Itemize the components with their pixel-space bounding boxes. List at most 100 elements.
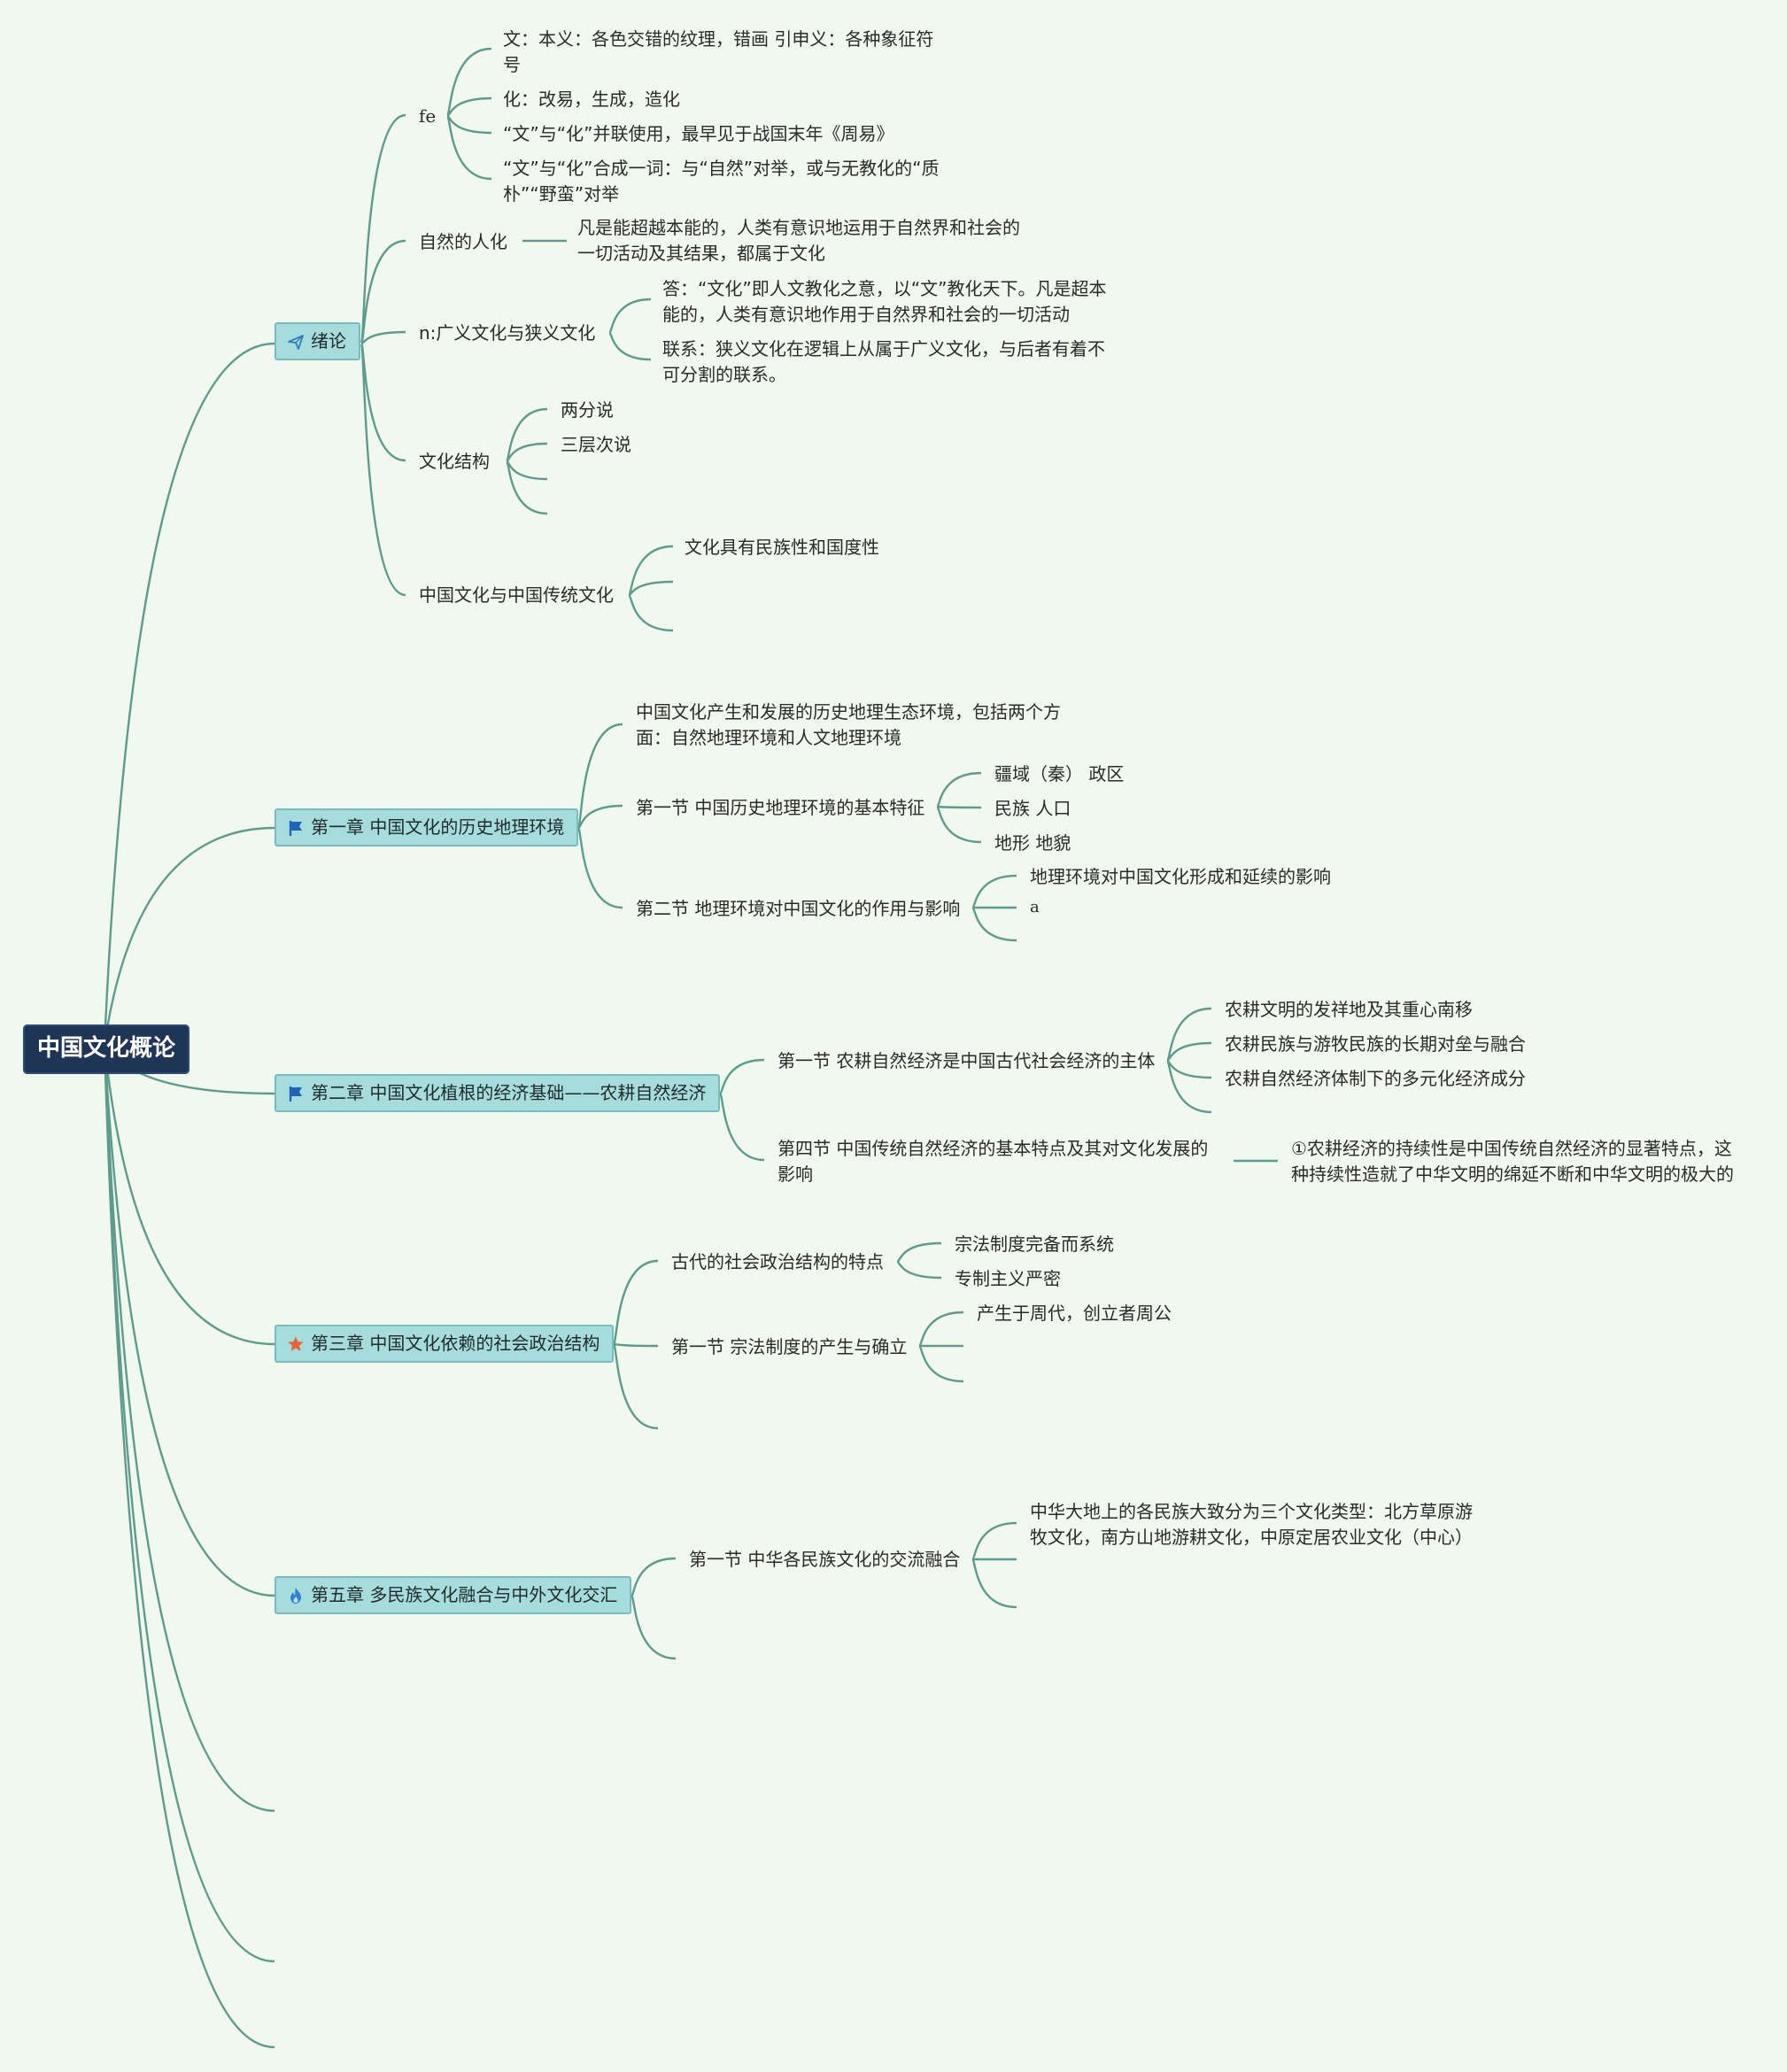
ch5-section-1[interactable]: 第一节 中华各民族文化的交流融合 — [689, 1549, 961, 1570]
ch3-traits-item-1[interactable]: 宗法制度完备而系统 — [955, 1233, 1114, 1255]
ch1-sec2-item-1[interactable]: 地理环境对中国文化形成和延续的影响 — [1030, 866, 1331, 887]
fe-link-3 — [445, 114, 492, 181]
nature-detail[interactable]: 凡是能超越本能的，人类有意识地运用于自然界和社会的一切活动及其结果，都属于文化 — [577, 217, 1020, 264]
root-link-0 — [103, 342, 275, 1046]
flag-icon — [289, 820, 302, 836]
ch3-sec1-link-0 — [917, 1310, 964, 1348]
ch3-traits[interactable]: 古代的社会政治结构的特点 — [671, 1251, 884, 1272]
chapter-1[interactable]: 第一章 中国文化的历史地理环境 — [275, 808, 579, 847]
fe-link-1 — [446, 97, 492, 118]
ch3-sec1-link-2 — [917, 1344, 964, 1383]
chapter-3[interactable]: 第三章 中国文化依赖的社会政治结构 — [275, 1325, 615, 1363]
fe-item-1[interactable]: 文：本义：各色交错的纹理，错画 引申义：各种象征符号 — [503, 28, 934, 75]
ch3-traits-link-0 — [896, 1241, 942, 1264]
chapter-intro-label: 绪论 — [311, 330, 346, 352]
ch2-sec1-item-3[interactable]: 农耕自然经济体制下的多元化经济成分 — [1225, 1068, 1526, 1089]
broad-link-0 — [607, 298, 652, 335]
tradition-link-0 — [627, 545, 674, 597]
ch3-link-2 — [612, 1342, 659, 1430]
chapter-3-label: 第三章 中国文化依赖的社会政治结构 — [311, 1333, 600, 1354]
structure-link-3 — [505, 460, 548, 515]
ch2-sec1-link-2 — [1166, 1059, 1212, 1079]
broad-link-1 — [607, 331, 652, 361]
ch3-section-1[interactable]: 第一节 宗法制度的产生与确立 — [671, 1336, 908, 1357]
ch1-sec2-link-0 — [971, 874, 1017, 909]
ch2-link-0 — [718, 1058, 765, 1095]
ch1-link-1 — [577, 804, 623, 830]
ch1-link-2 — [576, 826, 623, 909]
ch5-sec1-item-1[interactable]: 中华大地上的各民族大致分为三个文化类型：北方草原游牧文化，南方山地游耕文化，中原… — [1030, 1501, 1473, 1548]
structure-link-1 — [506, 442, 548, 463]
topic-structure[interactable]: 文化结构 — [419, 451, 490, 472]
ch5-sec1-link-2 — [971, 1558, 1017, 1609]
ch2-section-4[interactable]: 第四节 中国传统自然经济的基本特点及其对文化发展的影响 — [777, 1138, 1209, 1185]
chapter-intro[interactable]: 绪论 — [275, 322, 360, 360]
tradition-item-1[interactable]: 文化具有民族性和国度性 — [685, 537, 879, 558]
fe-item-2[interactable]: 化：改易，生成，造化 — [503, 89, 680, 110]
fe-item-4[interactable]: “文”与“化”合成一词：与“自然”对举，或与无教化的“质朴”“野蛮”对举 — [503, 158, 940, 205]
ch1-sec1-item-2[interactable]: 民族 人口 — [994, 798, 1071, 819]
ch2-section-1[interactable]: 第一节 农耕自然经济是中国古代社会经济的主体 — [777, 1050, 1156, 1071]
structure-item-1[interactable]: 两分说 — [561, 399, 614, 421]
topic-nature[interactable]: 自然的人化 — [419, 231, 507, 252]
star-icon — [288, 1336, 304, 1351]
ch1-sec1-link-2 — [935, 805, 982, 844]
root-link-6 — [103, 1044, 275, 1963]
ch2-sec1-link-3 — [1165, 1059, 1212, 1114]
root-link-3 — [103, 1044, 275, 1346]
fe-item-3[interactable]: “文”与“化”并联使用，最早见于战国末年《周易》 — [503, 123, 894, 144]
root-node[interactable]: 中国文化概论 — [23, 1024, 190, 1074]
intro-link-0 — [360, 113, 406, 345]
root-link-7 — [103, 1044, 275, 2049]
chapter-2[interactable]: 第二章 中国文化植根的经济基础——农耕自然经济 — [275, 1074, 721, 1112]
ch1-sec1-link-1 — [936, 805, 982, 809]
fe-link-0 — [445, 47, 492, 118]
ch1-sec2-link-2 — [971, 906, 1017, 942]
fe-link-2 — [446, 114, 492, 135]
ch3-link-0 — [612, 1259, 659, 1346]
ch2-sec1-item-1[interactable]: 农耕文明的发祥地及其重心南移 — [1225, 999, 1473, 1020]
paper-plane-icon — [288, 334, 304, 350]
ch1-section-1[interactable]: 第一节 中国历史地理环境的基本特征 — [636, 797, 925, 818]
ch5-sec1-link-0 — [971, 1521, 1017, 1561]
chapter-5-label: 第五章 多民族文化融合与中外文化交汇 — [311, 1584, 618, 1605]
root-link-5 — [103, 1044, 275, 1813]
ch5-link-1 — [630, 1594, 677, 1660]
ch1-section-2[interactable]: 第二节 地理环境对中国文化的作用与影响 — [636, 898, 961, 919]
tradition-link-1 — [628, 580, 674, 597]
root-link-1 — [103, 826, 275, 1046]
ch3-sec1-item-1[interactable]: 产生于周代，创立者周公 — [977, 1303, 1172, 1324]
chapter-1-label: 第一章 中国文化的历史地理环境 — [311, 816, 565, 838]
ch3-traits-item-2[interactable]: 专制主义严密 — [955, 1268, 1061, 1289]
ch2-sec4-detail[interactable]: ①农耕经济的持续性是中国传统自然经济的显著特点，这种持续性造就了中华文明的绵延不… — [1291, 1138, 1734, 1185]
ch3-link-1 — [613, 1342, 659, 1348]
intro-link-4 — [360, 342, 406, 597]
flame-icon — [290, 1587, 301, 1604]
topic-tradition[interactable]: 中国文化与中国传统文化 — [419, 584, 614, 606]
chapter-2-label: 第二章 中国文化植根的经济基础——农耕自然经济 — [311, 1082, 707, 1103]
ch2-link-1 — [718, 1092, 765, 1162]
ch1-sec1-item-3[interactable]: 地形 地貌 — [994, 832, 1071, 854]
ch1-link-0 — [576, 723, 623, 830]
ch2-sec1-item-2[interactable]: 农耕民族与游牧民族的长期对垒与融合 — [1225, 1033, 1526, 1055]
root-link-4 — [103, 1044, 275, 1597]
structure-link-2 — [506, 460, 548, 481]
topic-broad-narrow[interactable]: n:广义文化与狭义文化 — [419, 322, 596, 344]
ch2-sec1-link-1 — [1166, 1041, 1212, 1063]
broad-item-1[interactable]: 答：“文化”即人文教化之意，以“文”教化天下。凡是超本能的，人类有意识地作用于自… — [662, 278, 1107, 325]
ch3-traits-link-1 — [896, 1260, 942, 1280]
tradition-link-2 — [627, 593, 674, 632]
flag-icon — [289, 1086, 302, 1102]
broad-item-2[interactable]: 联系：狭义文化在逻辑上从属于广义文化，与后者有着不可分割的联系。 — [662, 338, 1105, 385]
intro-link-2 — [360, 330, 406, 345]
ch1-desc[interactable]: 中国文化产生和发展的历史地理生态环境，包括两个方面：自然地理环境和人文地理环境 — [636, 701, 1061, 748]
topic-fe[interactable]: fe — [419, 105, 437, 127]
ch1-sec2-item-2[interactable]: a — [1030, 898, 1040, 916]
ch1-sec1-item-1[interactable]: 疆域（秦） 政区 — [994, 763, 1125, 785]
ch5-link-0 — [630, 1557, 677, 1597]
chapter-5[interactable]: 第五章 多民族文化融合与中外文化交汇 — [275, 1576, 632, 1614]
intro-link-1 — [360, 239, 406, 345]
structure-item-2[interactable]: 三层次说 — [561, 434, 631, 455]
